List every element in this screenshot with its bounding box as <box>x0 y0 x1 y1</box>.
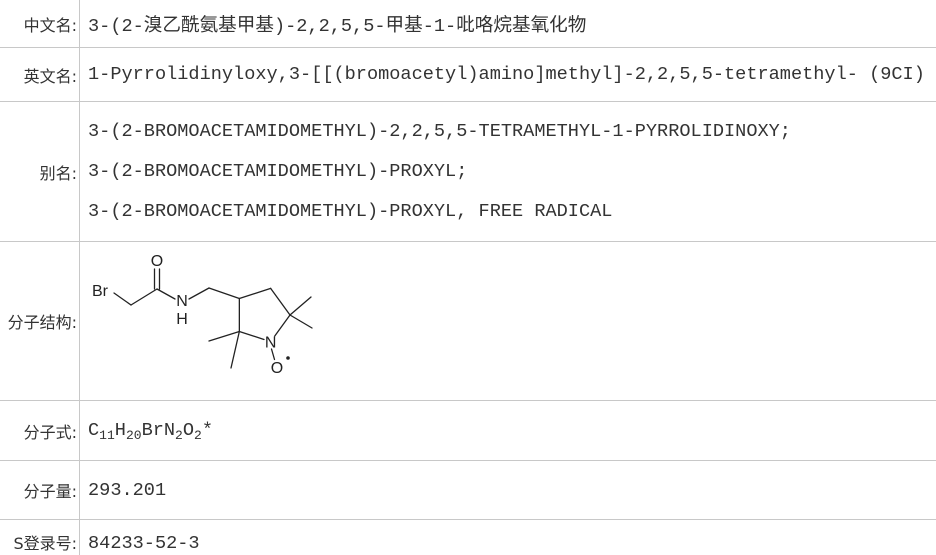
label-structure-text: 分子结构: <box>7 313 77 332</box>
label-chinese-name-text: 中文名: <box>23 15 77 35</box>
label-cas-number-text: S登录号: <box>13 534 77 553</box>
formula-subscript: 11 <box>99 428 115 443</box>
chinese-name-text: 3-(2-溴乙酰氨基甲基)-2,2,5,5-甲基-1-吡咯烷基氧化物 <box>88 16 587 37</box>
value-english-name: 1-Pyrrolidinyloxy,3-[[(bromoacetyl)amino… <box>80 48 936 102</box>
synonym-item: 3-(2-BROMOACETAMIDOMETHYL)-2,2,5,5-TETRA… <box>88 120 791 142</box>
value-cas-number: 84233-52-3 <box>80 520 936 555</box>
bond-ch2-carbonyl <box>130 288 158 306</box>
atom-amide-hydrogen: H <box>176 311 188 328</box>
bond-ring-c5-n <box>274 314 291 337</box>
label-molecular-weight-text: 分子量: <box>23 482 77 501</box>
label-synonyms-text: 别名: <box>39 163 77 183</box>
row-formula: 分子式: C11H20BrN2O2* <box>0 401 936 461</box>
label-cas-number: S登录号: <box>0 520 80 555</box>
bond-ring-c3-c4 <box>238 287 272 300</box>
bond-carbonyl-amide-n <box>156 288 176 300</box>
label-english-name: 英文名: <box>0 48 80 102</box>
bond-c5-methyl-upper <box>289 296 312 316</box>
label-synonyms: 别名: <box>0 102 80 242</box>
label-english-name-text: 英文名: <box>23 66 77 86</box>
bond-ring-n-c2 <box>238 330 265 341</box>
label-chinese-name: 中文名: <box>0 0 80 48</box>
bond-ring-c4-c5 <box>269 287 291 316</box>
row-english-name: 英文名: 1-Pyrrolidinyloxy,3-[[(bromoacetyl)… <box>0 48 936 102</box>
radical-dot <box>286 356 290 360</box>
value-synonyms: 3-(2-BROMOACETAMIDOMETHYL)-2,2,5,5-TETRA… <box>80 102 936 242</box>
bond-c2-methyl-left <box>208 330 241 342</box>
label-formula: 分子式: <box>0 401 80 461</box>
formula-part: C <box>88 420 100 441</box>
row-chinese-name: 中文名: 3-(2-溴乙酰氨基甲基)-2,2,5,5-甲基-1-吡咯烷基氧化物 <box>0 0 936 48</box>
formula-part: * <box>201 420 214 441</box>
row-synonyms: 别名: 3-(2-BROMOACETAMIDOMETHYL)-2,2,5,5-T… <box>0 102 936 242</box>
formula-part: H <box>114 420 126 441</box>
atom-ring-nitrogen: N <box>265 335 277 352</box>
bond-c2-methyl-lower <box>230 330 241 369</box>
atom-oxyl-oxygen: O <box>271 360 283 377</box>
synonym-item: 3-(2-BROMOACETAMIDOMETHYL)-PROXYL, FREE … <box>88 200 613 222</box>
atom-bromine: Br <box>92 283 109 300</box>
bond-amide-n-ch2 <box>188 287 210 300</box>
synonym-item: 3-(2-BROMOACETAMIDOMETHYL)-PROXYL; <box>88 160 468 182</box>
value-structure: Br O N H N O <box>80 242 936 401</box>
row-molecular-weight: 分子量: 293.201 <box>0 461 936 520</box>
formula-part: O <box>182 420 195 441</box>
bond-c5-methyl-lower <box>289 314 313 329</box>
row-structure: 分子结构: <box>0 242 936 401</box>
label-structure: 分子结构: <box>0 242 80 401</box>
molecular-weight-text: 293.201 <box>88 479 167 501</box>
atom-amide-nitrogen: N <box>176 293 188 310</box>
label-formula-text: 分子式: <box>23 422 77 442</box>
bond-n-oxyl <box>270 348 276 361</box>
molecular-formula: C11H20BrN2O2* <box>88 420 214 443</box>
molecule-structure-diagram: Br O N H N O <box>92 253 313 377</box>
formula-subscript: 20 <box>125 428 142 443</box>
row-cas-number: S登录号: 84233-52-3 <box>0 520 936 555</box>
english-name-text: 1-Pyrrolidinyloxy,3-[[(bromoacetyl)amino… <box>88 64 925 85</box>
label-molecular-weight: 分子量: <box>0 461 80 520</box>
value-chinese-name: 3-(2-溴乙酰氨基甲基)-2,2,5,5-甲基-1-吡咯烷基氧化物 <box>80 0 936 48</box>
formula-part: BrN <box>141 420 176 441</box>
value-formula: C11H20BrN2O2* <box>80 401 936 461</box>
formula-subscript: 2 <box>175 428 183 443</box>
formula-subscript: 2 <box>194 428 202 443</box>
bond-br-ch2 <box>113 292 132 306</box>
atom-carbonyl-oxygen: O <box>151 253 163 270</box>
bond-ch2-ring <box>208 287 241 300</box>
value-molecular-weight: 293.201 <box>80 461 936 520</box>
cas-number-text: 84233-52-3 <box>88 533 200 554</box>
